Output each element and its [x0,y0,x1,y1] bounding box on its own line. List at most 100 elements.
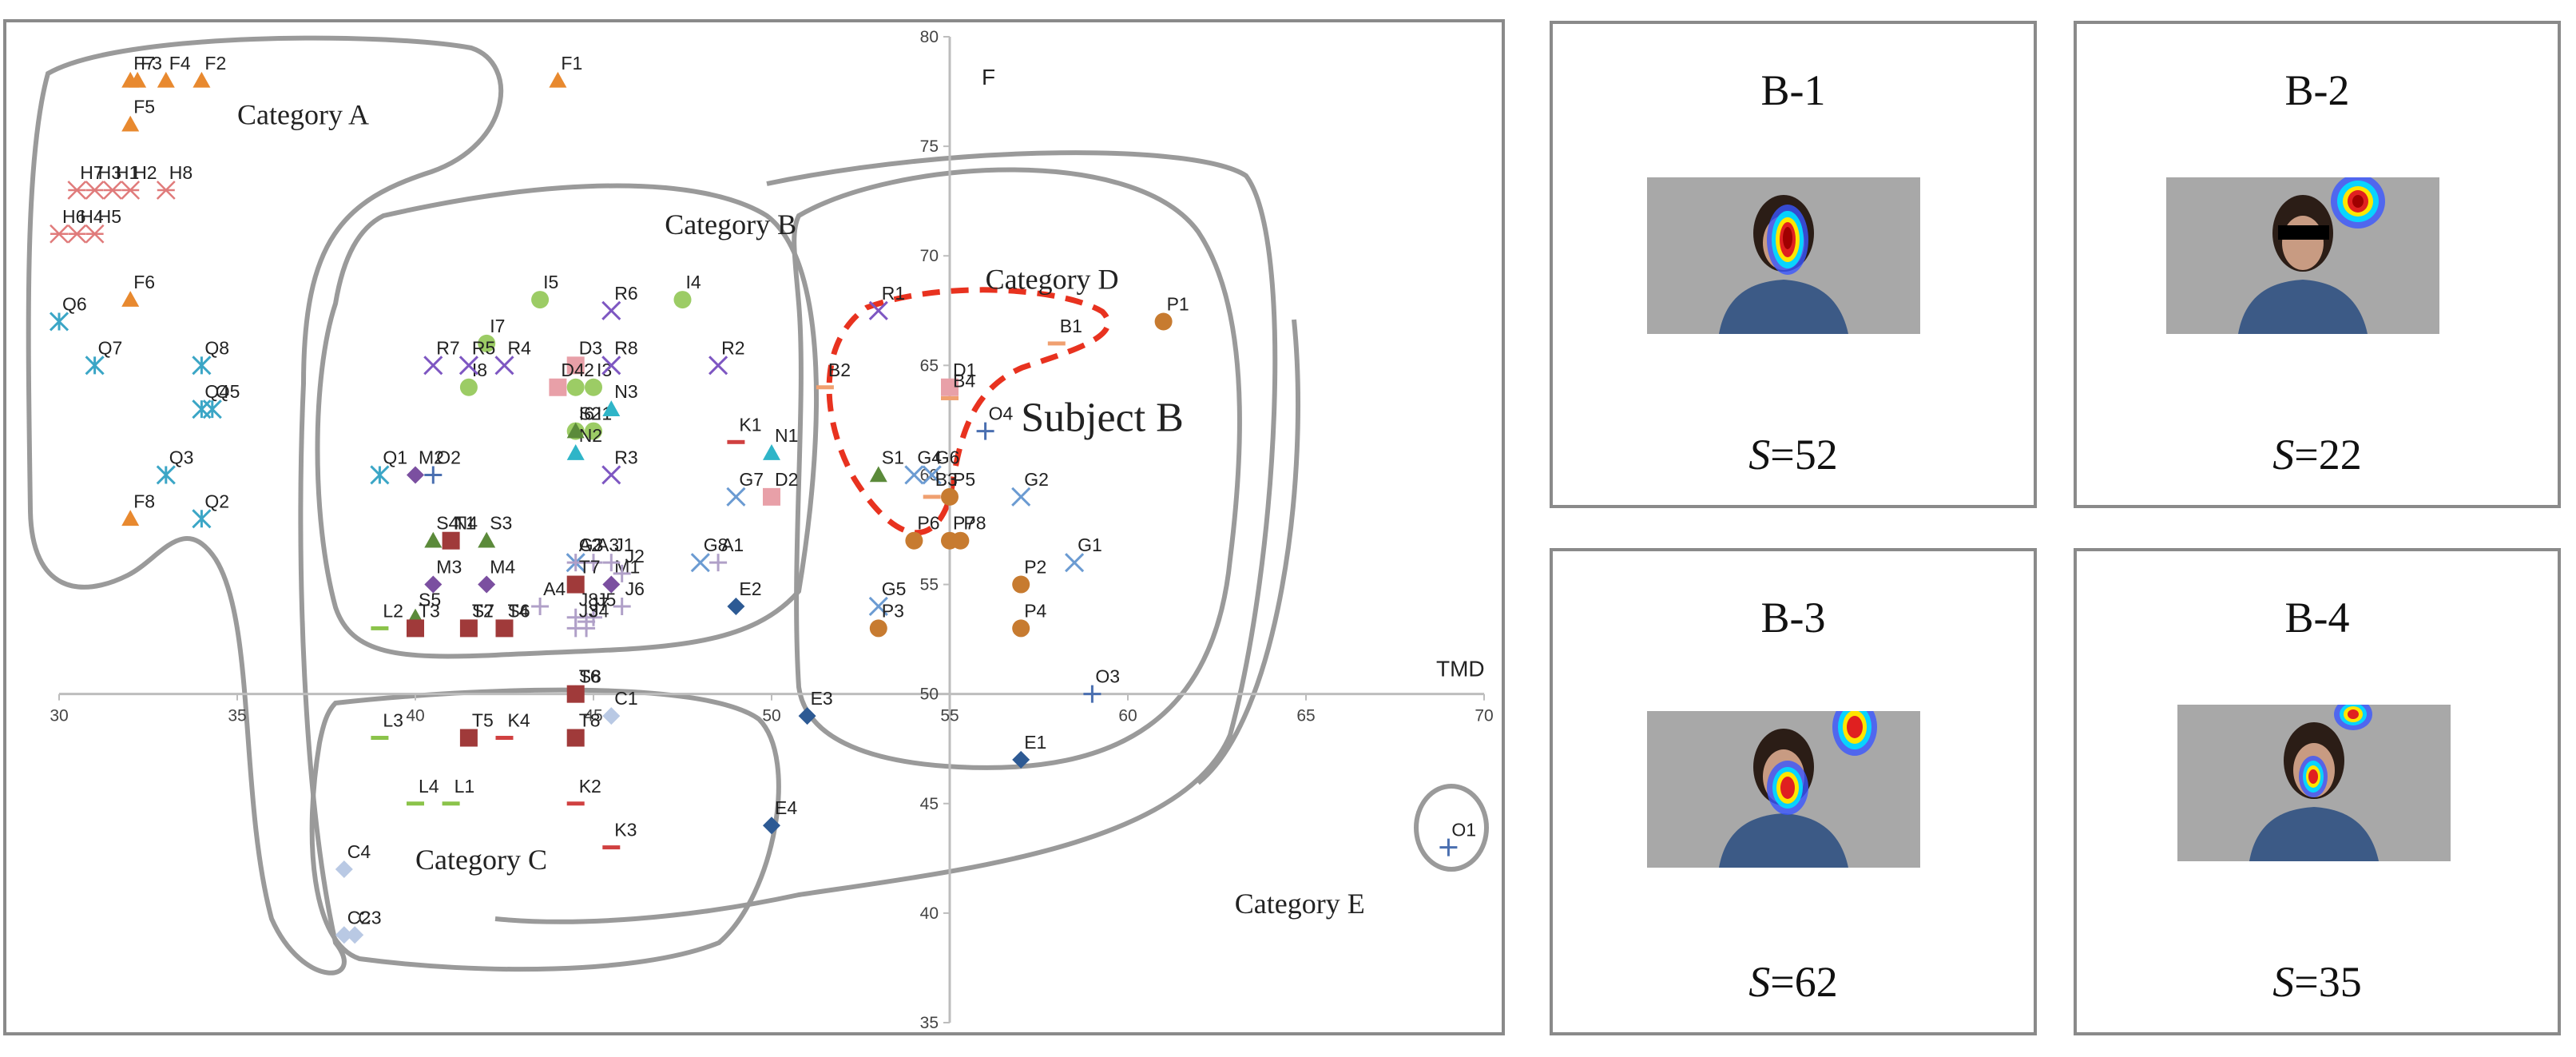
square-marker [407,619,424,638]
point-label: L2 [383,600,403,621]
square-marker [566,575,585,594]
y-tick-label: 65 [920,356,939,375]
subject-photo [2177,705,2451,861]
data-point: H1 [103,162,139,200]
point-label: C1 [614,688,637,709]
point-label: R1 [882,283,905,304]
data-point: Q5 [202,381,240,419]
y-tick-label: 75 [920,137,939,156]
subject-heatmap-image [1647,177,1920,334]
annotation-label: Subject B [1021,395,1184,441]
point-label: I4 [686,272,701,292]
data-point: F8 [121,491,155,527]
point-label: P8 [963,513,986,534]
diamond-marker [602,707,621,725]
point-label: J1 [614,534,633,555]
point-label: J7 [589,594,609,614]
data-point: T2 [459,600,494,638]
dash-marker [371,626,389,630]
y-axis-title: F [982,65,995,89]
point-label: T2 [472,600,494,621]
data-point: D4 [549,360,585,396]
point-label: H2 [133,162,157,183]
data-point: M1 [602,557,640,594]
circle-marker [1012,575,1030,594]
star-marker [85,356,105,376]
plus-marker [531,597,550,615]
point-label: R7 [436,337,459,358]
data-point: R5 [458,337,495,376]
point-label: D4 [561,360,585,380]
panel-title: B-1 [1760,66,1826,114]
plus-marker [709,554,728,572]
point-label: P6 [917,513,939,534]
point-label: H4 [80,206,104,227]
y-tick-label: 35 [920,1014,939,1032]
data-point: D1 [941,360,976,396]
data-point: J3 [566,600,598,638]
point-label: A1 [721,534,744,555]
point-label: M3 [436,557,462,578]
panel-b2: B-2 S=22 [2074,21,2561,508]
panel-score: S=35 [2272,958,2362,1006]
diamond-marker [763,817,780,835]
point-label: L4 [419,776,439,797]
point-label: S6 [508,600,530,621]
subject-heatmap-image [2177,705,2451,861]
diamond-marker [346,926,364,944]
data-point: F3 [129,53,162,88]
point-label: F1 [561,53,582,74]
point-label: S4 [436,513,458,534]
point-label: C2 [347,907,371,928]
x-marker [601,356,621,376]
point-label: D2 [775,469,798,490]
data-point: S3 [478,513,512,548]
x-marker [922,465,942,485]
panel-b1: B-1 S=52 [1550,21,2037,508]
data-point: J2 [613,546,645,582]
data-point: R3 [601,447,638,485]
x-tick-label: 45 [584,707,602,725]
data-point: P4 [1012,600,1047,638]
point-label: B4 [953,370,975,391]
point-label: O4 [989,403,1014,424]
circle-marker [566,378,585,396]
subject-photo [1647,177,1920,334]
data-point: A2 [566,534,601,572]
data-point: S4 [424,513,459,548]
category-d-outline [792,167,1242,770]
point-label: P7 [953,513,975,534]
point-label: B1 [1060,316,1082,336]
data-point: I7 [478,316,505,352]
data-point: F1 [549,53,582,88]
point-label: G1 [1078,534,1102,555]
subject-heatmap-image [1647,711,1920,868]
data-point: G5 [868,578,906,617]
point-label: J6 [625,578,645,599]
diamond-marker [1012,750,1030,769]
square-marker [566,685,585,703]
point-label: E4 [775,797,797,818]
point-label: S7 [472,600,494,621]
point-label: F7 [133,53,155,74]
plus-marker [613,597,631,615]
data-point: G1 [1065,534,1102,573]
point-label: H3 [98,162,121,183]
point-label: T3 [419,600,440,621]
point-label: T5 [472,710,494,731]
data-point: B2 [816,360,851,390]
x-marker [708,356,728,376]
data-point: F4 [157,53,191,88]
point-label: Q2 [204,491,229,511]
point-label: K2 [579,776,601,797]
square-marker [763,487,780,506]
triangle-marker [566,422,585,439]
point-label: C3 [358,907,381,928]
data-point: T1 [442,513,475,550]
asterisk-marker [67,181,87,200]
data-point: K4 [495,710,530,741]
data-point: G2 [1011,469,1049,507]
data-point: H4 [67,206,104,244]
data-point: F6 [121,272,155,307]
